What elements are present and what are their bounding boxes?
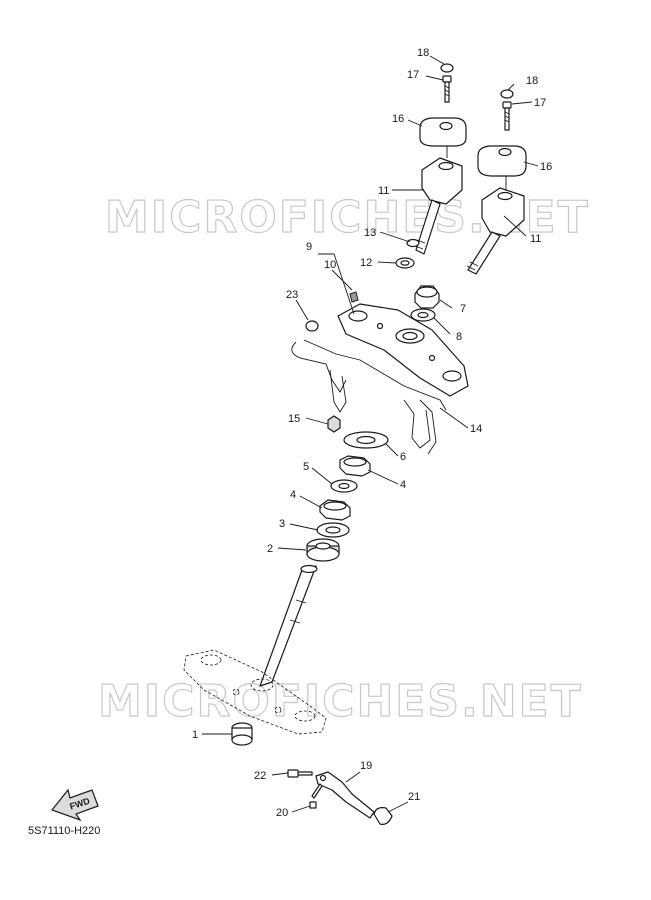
part-1-bushing[interactable] [231,722,253,746]
part-18-cap-right[interactable] [500,89,514,99]
callout-18-left: 18 [417,47,429,59]
callout-10: 10 [324,259,336,271]
callout-7: 7 [460,303,466,315]
callout-13: 13 [364,227,376,239]
watermark-bottom: MICROFICHES.NET [98,676,583,727]
part-16-upper-holder-right[interactable] [477,145,527,177]
callout-21: 21 [408,791,420,803]
callout-20: 20 [276,807,288,819]
callout-4-upper: 4 [400,479,406,491]
callout-2: 2 [267,543,273,555]
callout-22: 22 [254,770,266,782]
callout-16-right: 16 [540,161,552,173]
callout-8: 8 [456,331,462,343]
callout-11-right: 11 [530,233,541,245]
part-4-ring-nut-upper[interactable] [339,455,371,477]
callout-16-left: 16 [392,113,404,125]
part-11-lower-holder-left[interactable] [414,157,463,255]
callout-11-left: 11 [378,185,389,197]
fwd-arrow-icon: FWD [51,788,99,822]
callout-17-right: 17 [534,97,546,109]
diagram-code: 5S71110-H220 [28,825,101,837]
callout-18-right: 18 [526,75,538,87]
part-14-wire-guide[interactable] [291,339,447,455]
part-7-nut[interactable] [414,285,440,309]
part-18-cap-left[interactable] [440,63,454,73]
part-22-bolt[interactable] [287,769,313,778]
steering-stem [259,564,318,687]
part-19-hose-bracket[interactable] [315,771,375,819]
callout-19: 19 [360,760,372,772]
part-10-bolt[interactable] [349,291,359,303]
part-11-lower-holder-right[interactable] [466,187,525,275]
callout-3: 3 [279,518,285,530]
callout-1: 1 [192,729,198,741]
leader-lines [202,55,539,813]
part-4-ring-nut-lower[interactable] [319,499,351,521]
callout-23: 23 [286,289,298,301]
part-17-bolt-right[interactable] [502,101,512,131]
part-5-washer[interactable] [330,479,358,493]
part-12-washer[interactable] [395,257,415,269]
part-8-washer[interactable] [410,308,436,322]
callout-4-lower: 4 [290,489,296,501]
callout-9: 9 [306,241,312,253]
part-23-plug[interactable] [305,320,319,332]
callout-6: 6 [400,451,406,463]
callout-15: 15 [288,413,300,425]
part-16-upper-holder-left[interactable] [419,117,467,147]
lower-bracket-outline [183,649,327,735]
part-20-bolt[interactable] [309,783,323,809]
callout-17-left: 17 [407,69,419,81]
part-13-washer[interactable] [406,238,420,248]
callout-12: 12 [360,257,372,269]
part-6-washer[interactable] [343,431,389,449]
callout-labels: 18 17 18 17 16 16 11 11 13 12 9 10 23 7 … [192,47,552,819]
part-3-ball-race[interactable] [316,522,350,538]
part-2-bearing[interactable] [306,538,340,562]
callout-5: 5 [303,461,309,473]
callout-14: 14 [470,423,482,435]
part-21-clamp[interactable] [373,807,393,825]
part-9-upper-bracket[interactable] [337,303,469,397]
part-17-bolt-left[interactable] [442,75,452,103]
part-15-nut[interactable] [327,415,341,433]
